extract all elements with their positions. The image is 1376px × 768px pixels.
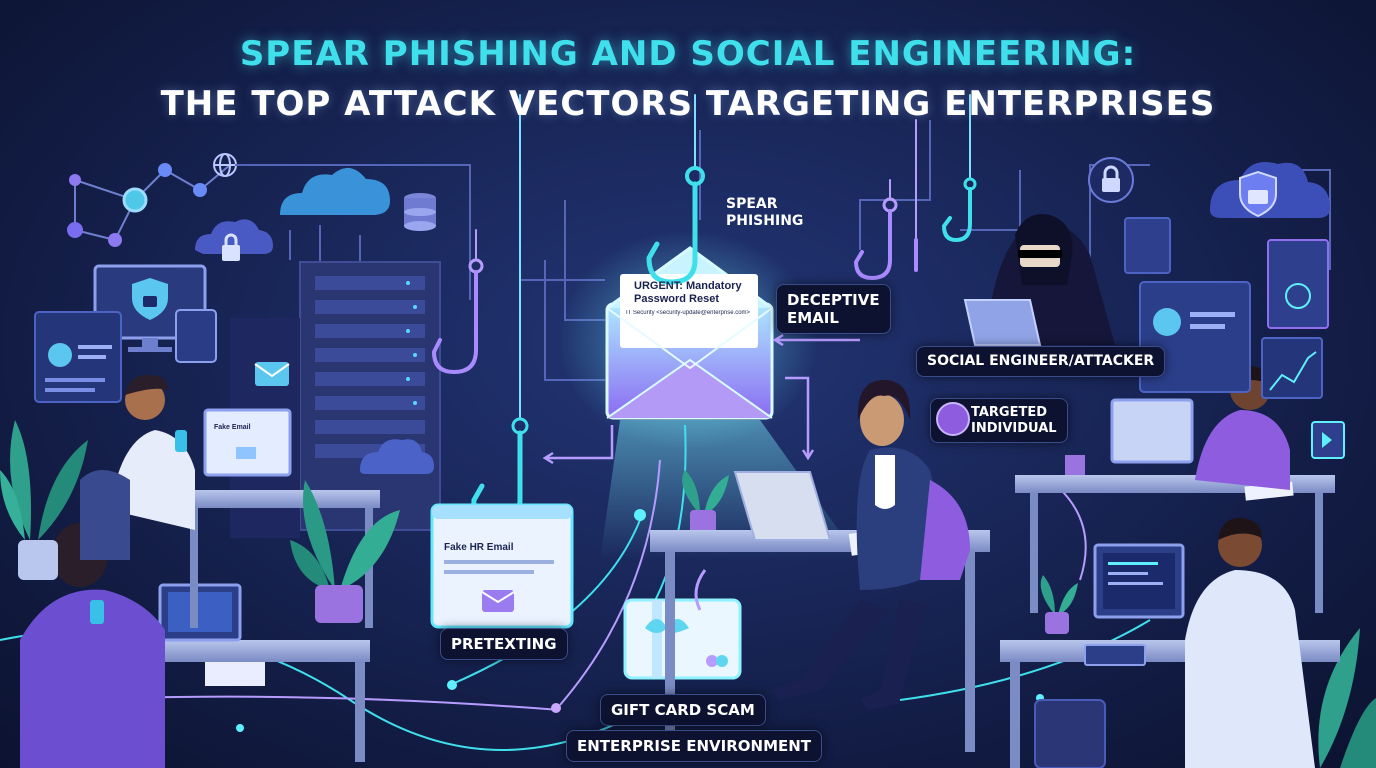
label-gift-card-scam: GIFT CARD SCAM	[600, 694, 766, 726]
plant-left	[0, 420, 88, 580]
title-line-2: THE TOP ATTACK VECTORS TARGETING ENTERPR…	[160, 84, 1216, 124]
person-attacker	[963, 214, 1115, 346]
fake-hr-email-window	[430, 503, 574, 629]
security-icons-right	[1088, 157, 1330, 218]
fishing-hook-icon	[431, 229, 484, 375]
network-graph	[74, 164, 231, 241]
globe-icon	[213, 153, 237, 177]
gift-card-icon	[623, 569, 742, 680]
dashboard-panel-right	[1124, 217, 1345, 459]
avatar	[936, 402, 970, 436]
person-right-front	[1185, 517, 1315, 768]
connection-arrows	[542, 333, 860, 465]
email-subject: URGENT: Mandatory Password Reset	[634, 280, 742, 305]
cloud-wifi-icon	[360, 439, 434, 474]
label-spear-phishing: SPEAR PHISHING	[726, 196, 804, 229]
label-social-engineer: SOCIAL ENGINEER/ATTACKER	[916, 346, 1166, 377]
fake-hr-email-title: Fake HR Email	[444, 542, 514, 553]
security-monitor	[93, 264, 217, 363]
person-back-left	[80, 374, 195, 560]
dashboard-panel-left	[34, 311, 122, 403]
network-nodes	[67, 163, 207, 247]
lock-icon	[222, 233, 240, 261]
person-targeted-individual	[770, 380, 970, 710]
fishing-hook-icon	[646, 94, 705, 285]
email-sender: IT Security <security-update@enterprise.…	[626, 310, 751, 316]
fishing-hook-icon	[941, 94, 977, 243]
label-pretexting: PRETEXTING	[440, 628, 568, 660]
label-deceptive-email: DECEPTIVE EMAIL	[776, 284, 891, 334]
fake-email-title: Fake Email	[214, 424, 251, 431]
envelope-icon	[254, 362, 290, 386]
plant-desk-center	[682, 470, 729, 534]
title-line-1: SPEAR PHISHING AND SOCIAL ENGINEERING:	[239, 34, 1137, 74]
fishing-hook-icon	[471, 94, 529, 527]
database-icon	[404, 193, 436, 231]
fishing-hook-icon	[853, 179, 898, 281]
label-enterprise-environment: ENTERPRISE ENVIRONMENT	[566, 730, 823, 762]
plant-center	[290, 480, 400, 623]
desk-front-left	[120, 583, 370, 762]
plant-right	[1040, 575, 1376, 768]
